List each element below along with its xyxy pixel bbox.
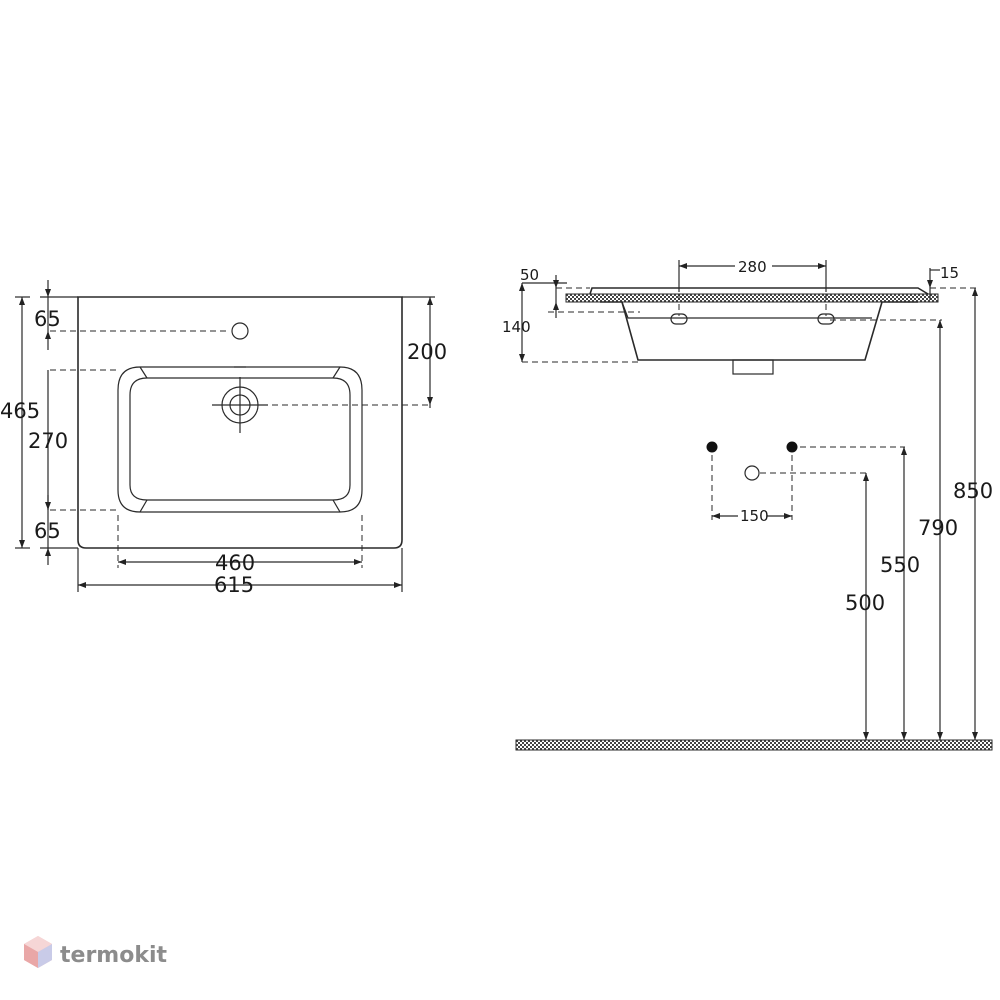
dim-overall-depth: 140 — [502, 318, 531, 336]
floor-line — [515, 739, 993, 751]
dim-height-500: 500 — [845, 591, 885, 615]
tap-hole — [231, 322, 249, 340]
basin-outline — [77, 296, 403, 549]
termokit-logo-icon — [24, 936, 52, 968]
top-view: 65 465 270 65 200 460 615 — [0, 280, 447, 597]
bowl-outer — [117, 366, 363, 513]
dim-tap-to-drain: 200 — [407, 340, 447, 364]
supply-point-left — [706, 441, 718, 453]
dim-supply-spacing: 150 — [740, 507, 769, 525]
waste-point — [744, 465, 760, 481]
countertop-slab — [565, 293, 939, 303]
brand-name: termokit — [60, 943, 167, 968]
dim-height-550: 550 — [880, 553, 920, 577]
dim-height-850: 850 — [953, 479, 993, 503]
drain — [212, 377, 268, 433]
supply-point-right — [786, 441, 798, 453]
dim-bowl-width: 460 — [215, 551, 255, 575]
brand-watermark: termokit — [24, 936, 167, 968]
dim-top-margin: 65 — [34, 307, 61, 331]
dim-edge-offset: 15 — [940, 264, 959, 282]
dim-bottom-margin: 65 — [34, 519, 61, 543]
dim-height-total: 465 — [0, 399, 40, 423]
dim-total-width: 615 — [214, 573, 254, 597]
dim-height-790: 790 — [918, 516, 958, 540]
drain-outlet — [732, 359, 774, 375]
dim-overflow-spacing: 280 — [738, 258, 767, 276]
side-view: 280 50 140 15 150 — [502, 258, 993, 751]
dim-rim-thickness: 50 — [520, 266, 539, 284]
dim-bowl-depth: 270 — [28, 429, 68, 453]
